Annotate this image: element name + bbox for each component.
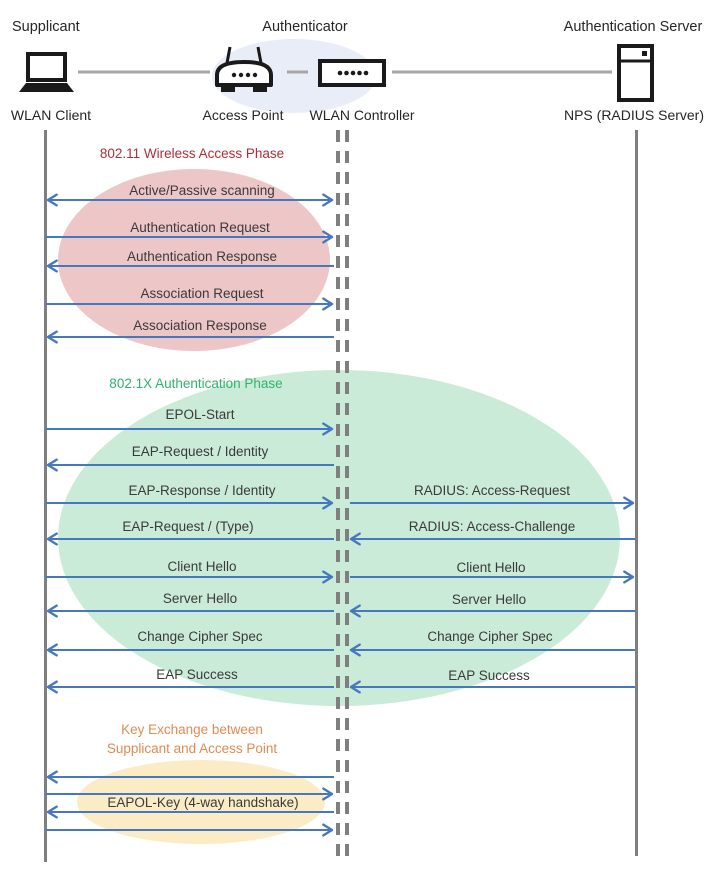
device-label-wlan-controller: WLAN Controller <box>309 107 415 123</box>
wlan-controller-icon <box>318 59 386 87</box>
message-label: Authentication Response <box>126 249 278 264</box>
lifelines <box>44 130 638 862</box>
message-label: Client Hello <box>167 559 237 574</box>
actor-role-authentication-server: Authentication Server <box>563 19 703 35</box>
message-label: Association Request <box>140 286 264 301</box>
phase1-ellipse <box>58 169 330 351</box>
message-label: Association Response <box>133 318 267 333</box>
message-label: EAP-Response / Identity <box>128 483 276 498</box>
message-label: EAP Success <box>156 667 238 682</box>
access-point-icon <box>215 46 273 92</box>
message-label: Active/Passive scanning <box>129 183 275 198</box>
message-label: RADIUS: Access-Request <box>413 483 571 498</box>
message-label: EAP-Request / Identity <box>131 444 269 459</box>
message-label: EAP-Request / (Type) <box>122 519 254 534</box>
device-label-access-point: Access Point <box>202 107 284 123</box>
phase3-title-line1: Key Exchange between <box>121 722 263 737</box>
laptop-icon <box>19 52 74 92</box>
message-label: RADIUS: Access-Challenge <box>408 519 576 534</box>
message-label: Change Cipher Spec <box>137 629 263 644</box>
phase2-title: 802.1X Authentication Phase <box>109 376 283 391</box>
phase3-ellipse <box>77 760 325 844</box>
actor-role-supplicant: Supplicant <box>12 19 80 35</box>
server-icon <box>617 44 654 102</box>
message-label: Change Cipher Spec <box>427 629 553 644</box>
authenticator-backdrop-ellipse <box>212 39 376 113</box>
message-label: EAP Success <box>448 668 530 683</box>
device-label-nps-radius-server: NPS (RADIUS Server) <box>563 107 705 123</box>
message-label: EPOL-Start <box>165 407 235 422</box>
message-label: EAPOL-Key (4-way handshake) <box>107 795 299 810</box>
phase1-title: 802.11 Wireless Access Phase <box>99 146 285 161</box>
actor-role-authenticator: Authenticator <box>262 19 348 35</box>
message-label: Server Hello <box>451 592 527 607</box>
message-arrows <box>46 200 635 830</box>
message-label: Server Hello <box>162 591 238 606</box>
message-label: Authentication Request <box>130 220 270 235</box>
device-label-wlan-client: WLAN Client <box>10 107 92 123</box>
message-label: Client Hello <box>456 560 526 575</box>
phase3-title-line2: Supplicant and Access Point <box>106 741 278 756</box>
